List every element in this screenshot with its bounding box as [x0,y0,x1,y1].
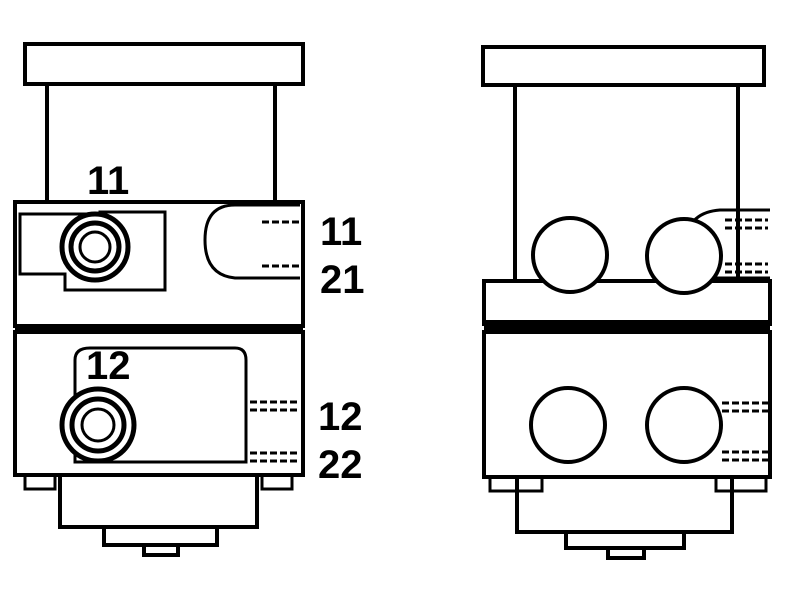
left-neck [45,82,277,204]
left-top-cap [23,42,305,86]
label-lower-side-bottom: 22 [318,443,363,487]
right-upper-right-port [645,217,723,295]
right-top-cap [481,45,766,87]
label-upper-port: 11 [87,159,129,203]
left-lower-body [13,330,305,477]
label-upper-side-top: 11 [320,210,362,254]
left-base-stub [142,543,180,557]
left-foot-right [260,473,294,491]
left-lower-port-fitting [59,386,137,464]
left-upper-port-fitting [59,211,131,283]
left-upper-body [13,200,305,328]
right-lower-left-port [529,386,607,464]
right-valve-view [481,45,772,560]
left-upper-side-port [203,203,300,280]
label-upper-side-bottom: 21 [320,258,365,302]
left-foot-left [23,473,57,491]
right-lower-right-port [645,386,723,464]
label-lower-side-top: 12 [318,395,363,439]
left-upper-port-plate [18,210,167,292]
right-body-divider [484,320,770,332]
right-base-plate [564,530,686,550]
left-lower-port-plate [73,346,248,464]
right-upper-left-port [531,216,609,294]
right-base-stub [606,546,646,560]
left-base-plate [102,525,219,547]
label-lower-port: 12 [86,344,131,388]
left-valve-view: 11 11 21 12 12 22 [13,42,365,557]
right-base-block [515,475,734,534]
right-upper-body [482,279,772,326]
right-foot-right [714,475,768,493]
left-base-block [58,473,259,529]
